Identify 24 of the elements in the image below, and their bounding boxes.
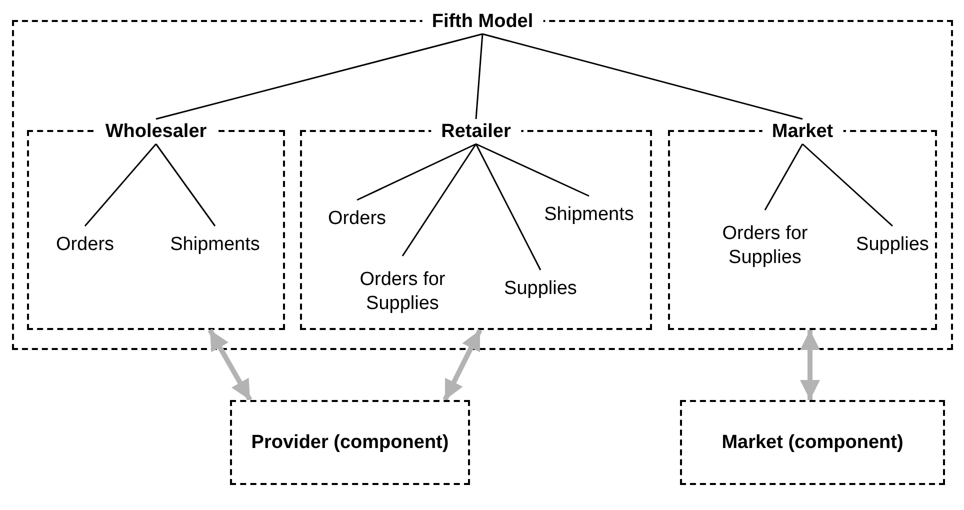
tree-line (356, 143, 476, 201)
tree-line (476, 143, 590, 197)
item-label: Supplies (840, 228, 945, 262)
tree-line (482, 33, 803, 120)
component-box: Market (component) (680, 400, 945, 485)
double-arrow (800, 330, 820, 400)
tree-line (475, 34, 484, 120)
tree-line (802, 143, 893, 227)
item-label: Shipments (150, 228, 280, 262)
item-label: Supplies (488, 272, 593, 306)
tree-line (764, 144, 804, 210)
double-arrow (442, 328, 482, 402)
tree-line (155, 144, 216, 226)
tree-line (402, 144, 477, 256)
tree-line (156, 33, 483, 120)
item-label: Shipments (530, 198, 648, 232)
tree-line (84, 144, 157, 226)
item-label: Orders (40, 228, 130, 262)
double-arrow (208, 328, 252, 402)
item-label: Orders for Supplies (340, 258, 465, 326)
component-box: Provider (component) (230, 400, 470, 485)
tree-line (475, 144, 542, 270)
item-label: Orders (312, 202, 402, 236)
item-label: Orders for Supplies (700, 212, 830, 280)
